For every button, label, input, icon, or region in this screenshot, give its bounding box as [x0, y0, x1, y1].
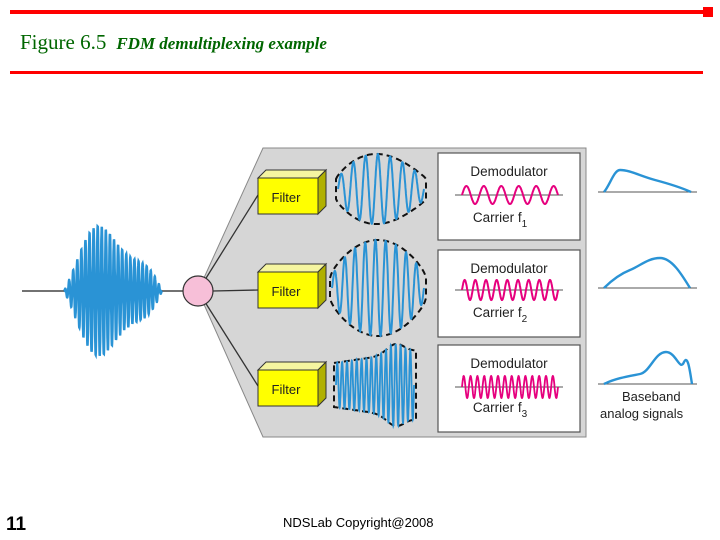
carrier-subscript: 2 — [522, 314, 528, 325]
output-label-line2: analog signals — [600, 406, 684, 421]
carrier-label-text: Carrier f — [473, 400, 522, 415]
demodulator-2: Demodulator Carrier f2 — [437, 249, 581, 338]
carrier-wave-3 — [461, 374, 559, 400]
composite-signal — [63, 223, 163, 360]
filtered-envelope-1 — [335, 153, 427, 225]
figure-number: Figure 6.5 — [20, 30, 107, 54]
top-accent-bar — [10, 10, 703, 14]
merge-point — [182, 275, 214, 307]
carrier-label: Carrier f2 — [473, 305, 528, 325]
branch-line-3 — [197, 290, 259, 387]
carrier-label-text: Carrier f — [473, 210, 522, 225]
baseband-signal-2 — [603, 256, 692, 289]
carrier-subscript: 3 — [522, 409, 528, 420]
figure-caption: FDM demultiplexing example — [116, 34, 327, 53]
filter-1: Filter — [256, 168, 328, 216]
demodulator-title: Demodulator — [470, 164, 548, 179]
title-underline — [10, 71, 703, 74]
carrier-wave-2 — [461, 278, 559, 302]
carrier-wave-1 — [461, 185, 559, 206]
carrier-subscript: 1 — [522, 219, 528, 230]
filter-label: Filter — [272, 284, 302, 299]
filtered-signal-1 — [337, 152, 425, 225]
filter-3: Filter — [256, 360, 328, 408]
branch-line-2 — [212, 289, 259, 292]
output-label-line1: Baseband — [622, 389, 681, 404]
filtered-signal-2 — [331, 238, 425, 338]
filter-label: Filter — [272, 190, 302, 205]
demodulator-1: Demodulator Carrier f1 — [437, 152, 581, 241]
filter-label: Filter — [272, 382, 302, 397]
carrier-label: Carrier f3 — [473, 400, 528, 420]
carrier-label-text: Carrier f — [473, 305, 522, 320]
page-number: 11 — [6, 514, 27, 535]
baseband-signal-3 — [603, 350, 694, 386]
page-title: Figure 6.5 FDM demultiplexing example — [20, 30, 327, 55]
filtered-envelope-2 — [329, 239, 427, 337]
demodulator-title: Demodulator — [470, 356, 548, 371]
demodulator-title: Demodulator — [470, 261, 548, 276]
footer-copyright: NDSLab Copyright@2008 — [283, 515, 434, 530]
baseband-signal-1 — [603, 168, 692, 194]
top-accent-dot — [703, 7, 713, 17]
filter-2: Filter — [256, 262, 328, 310]
branch-line-1 — [197, 194, 259, 292]
filtered-signal-3 — [335, 342, 415, 430]
carrier-label: Carrier f1 — [473, 210, 528, 230]
demodulator-3: Demodulator Carrier f3 — [437, 344, 581, 433]
